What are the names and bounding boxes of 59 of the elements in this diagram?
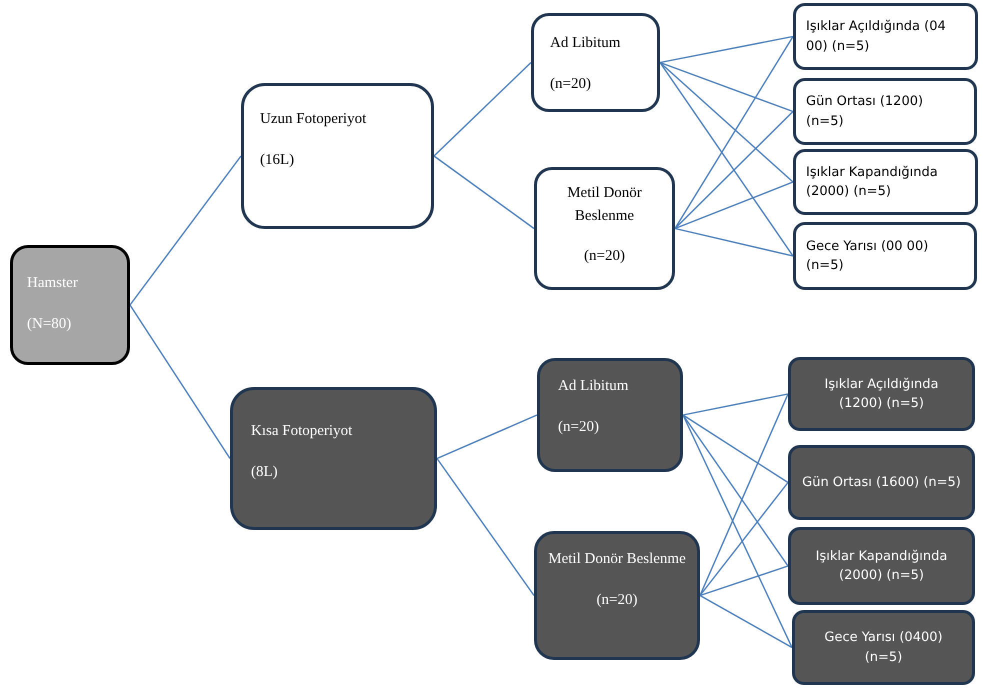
connector-line: [129, 304, 231, 459]
connector-line: [674, 228, 794, 257]
connector-line: [660, 62, 794, 183]
node-label: Gün Ortası (1600) (n=5): [802, 474, 961, 492]
connector-line: [682, 414, 789, 566]
node-label: (n=20): [550, 74, 591, 94]
connector-line: [674, 181, 794, 230]
connector-line: [674, 36, 794, 229]
node-label: Metil Donör Beslenme: [566, 184, 643, 226]
connector-line: [682, 414, 788, 484]
group-box: [793, 3, 978, 70]
connector-line: [434, 155, 534, 230]
group-box: [537, 358, 683, 472]
node-label: (N=80): [27, 314, 72, 334]
group-box: [788, 445, 975, 520]
node-label: (n=20): [584, 247, 625, 266]
connector-line: [436, 414, 538, 460]
node-label: Işıklar Kapandığında (2000) (n=5): [806, 164, 939, 201]
node-label: Gece Yarısı (00 00) (n=5): [806, 238, 930, 275]
connector-line: [700, 594, 792, 648]
group-box: [788, 357, 975, 431]
node-label: Uzun Fotoperiyot: [260, 110, 366, 129]
group-box: [10, 245, 130, 365]
node-label: Gece Yarısı (0400) (n=5): [823, 629, 944, 666]
node-label: Ad Libitum: [558, 377, 628, 396]
node-label: Kısa Fotoperiyot: [251, 422, 352, 441]
node-label: Ad Libitum: [550, 34, 620, 53]
node-label: Metil Donör Beslenme: [548, 550, 686, 569]
connector-line: [699, 394, 789, 596]
node-label: (8L): [251, 462, 278, 482]
connector-line: [434, 62, 532, 156]
group-box: [230, 387, 437, 530]
group-box: [793, 222, 977, 290]
group-box: [241, 83, 434, 229]
group-box: [792, 610, 975, 685]
node-label: (n=20): [596, 590, 638, 610]
connector-line: [660, 36, 794, 64]
connector-line: [660, 62, 794, 112]
group-box: [534, 167, 675, 290]
node-label: Işıklar Kapandığında (2000) (n=5): [814, 548, 948, 585]
group-box: [531, 13, 660, 112]
connector-line: [129, 156, 242, 306]
group-box: [793, 149, 978, 215]
connector-line: [700, 565, 788, 596]
connector-line: [699, 482, 789, 596]
node-label: Hamster: [27, 274, 78, 293]
connector-line: [674, 111, 794, 229]
connector-line: [682, 393, 788, 416]
node-label: (n=20): [558, 418, 599, 436]
group-box: [793, 78, 977, 145]
node-label: Işıklar Açıldığında (1200) (n=5): [823, 376, 940, 413]
group-box: [534, 531, 700, 660]
connector-line: [682, 414, 793, 648]
connector-line: [659, 62, 794, 256]
node-label: (16L): [260, 150, 294, 170]
group-box: [788, 527, 975, 605]
connector-line: [436, 458, 535, 596]
node-label: Işıklar Açıldığında (04 00) (n=5): [806, 18, 947, 56]
node-label: Gün Ortası (1200) (n=5): [806, 93, 924, 130]
